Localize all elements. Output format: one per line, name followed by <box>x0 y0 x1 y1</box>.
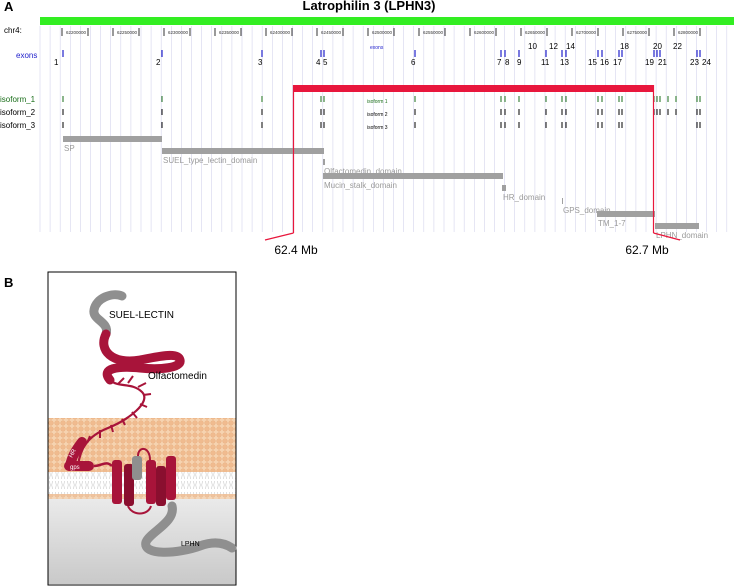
domain-bar <box>502 185 506 191</box>
domain-label: SP <box>64 144 75 153</box>
domain-bar <box>323 159 325 165</box>
coordinate-tick-label: 62500000 <box>372 30 393 35</box>
gps-domain <box>64 461 94 471</box>
domain-label: Olfactomedin_domain <box>324 167 402 176</box>
label-gps: gps <box>70 465 80 471</box>
exon-number: 14 <box>566 42 575 51</box>
domain-label: SUEL_type_lectin_domain <box>163 156 257 165</box>
exon-number: 3 <box>258 58 263 67</box>
coordinate-tick-label: 62750000 <box>627 30 648 35</box>
exon-number: 8 <box>505 58 510 67</box>
exon-number: 4 <box>316 58 321 67</box>
c-terminal-tail <box>141 501 237 557</box>
exon-number: 11 <box>541 58 550 67</box>
coordinate-tick-label: 62700000 <box>576 30 597 35</box>
inline-isoform-2: isoform 2 <box>367 112 388 118</box>
exon-number: 19 <box>645 58 654 67</box>
genome-browser-track: 62200000 62250000 62300000 62350000 62400000… <box>0 17 734 257</box>
region-left-connector <box>264 232 294 241</box>
exon-marks <box>62 50 701 57</box>
tm-helices <box>112 448 176 515</box>
domain-bar <box>562 198 563 204</box>
panel-b-label: B <box>4 275 14 290</box>
exon-number: 24 <box>702 58 711 67</box>
exon-number: 18 <box>620 42 629 51</box>
inline-isoform-1: isoform 1 <box>367 99 388 105</box>
coordinate-tick-label: 62800000 <box>678 30 699 35</box>
exon-number: 17 <box>613 58 622 67</box>
inline-exons-label: exons <box>370 45 384 51</box>
domain-bars: SP SUEL_type_lectin_domainOlfactomedin_do… <box>63 136 708 240</box>
exon-number: 10 <box>528 42 537 51</box>
coordinate-tick-label: 62200000 <box>66 30 87 35</box>
header-bar <box>40 17 734 25</box>
exon-number: 16 <box>600 58 609 67</box>
region-label-start: 62.4 Mb <box>274 243 318 257</box>
coordinate-tick-label: 62250000 <box>117 30 138 35</box>
region-bar <box>293 85 654 92</box>
domain-bar <box>323 173 503 179</box>
glycosylation-spikes <box>86 375 152 444</box>
row-label-exons: exons <box>16 51 37 60</box>
suel-lectin-domain <box>99 329 185 385</box>
label-lphn: LPHN <box>181 541 200 548</box>
domain-label: GPS_domain <box>563 206 611 215</box>
domain-label: LPHN_domain <box>656 231 708 240</box>
membrane-lipid-tails <box>48 472 236 494</box>
exon-number: 9 <box>517 58 522 67</box>
region-right-connector <box>653 232 681 241</box>
domain-bar <box>162 148 324 154</box>
exon-number: 21 <box>658 58 667 67</box>
row-label-isoform-1: isoform_1 <box>0 95 36 104</box>
domain-bar <box>597 211 655 217</box>
label-hr: HR <box>68 448 78 459</box>
coordinate-tick-label: 62300000 <box>168 30 189 35</box>
exon-number: 6 <box>411 58 416 67</box>
exon-number: 2 <box>156 58 161 67</box>
coordinate-tick-label: 62400000 <box>270 30 291 35</box>
coordinate-tick-label: 62450000 <box>321 30 342 35</box>
coordinate-ticks: 62200000 62250000 62300000 62350000 62400000… <box>61 28 701 36</box>
protein-diagram: SUEL-LECTIN Olfactomedin HR gps LPHN <box>47 271 237 586</box>
cytoplasm <box>48 494 236 584</box>
exon-number: 13 <box>560 58 569 67</box>
exon-number: 20 <box>653 42 662 51</box>
panel-b-frame <box>47 271 237 586</box>
domain-bar <box>63 136 162 142</box>
row-label-isoform-2: isoform_2 <box>0 108 36 117</box>
exon-number: 5 <box>323 58 328 67</box>
exon-number: 12 <box>549 42 558 51</box>
coordinate-tick-label: 62650000 <box>525 30 546 35</box>
domain-label: TM_1-7 <box>598 219 626 228</box>
exon-number: 7 <box>497 58 502 67</box>
row-label-isoform-3: isoform_3 <box>0 121 36 130</box>
coordinate-tick-label: 62600000 <box>474 30 495 35</box>
chromosome-label: chr4: <box>4 26 22 35</box>
domain-label: Mucin_stalk_domain <box>324 181 397 190</box>
domain-bar <box>655 223 699 229</box>
exon-number: 22 <box>673 42 682 51</box>
gridlines <box>39 26 728 232</box>
region-label-end: 62.7 Mb <box>625 243 669 257</box>
label-olfactomedin: Olfactomedin <box>148 371 207 382</box>
panel-a-title: Latrophilin 3 (LPHN3) <box>302 0 436 13</box>
exon-number: 1 <box>54 58 59 67</box>
coordinate-tick-label: 62350000 <box>219 30 240 35</box>
n-terminal-tail <box>89 290 127 339</box>
panel-a-label: A <box>4 0 14 14</box>
domain-label: HR_domain <box>503 193 545 202</box>
label-suel-lectin: SUEL-LECTIN <box>109 310 174 321</box>
inline-isoform-3: isoform 3 <box>367 125 388 131</box>
exon-number: 23 <box>690 58 699 67</box>
exon-number: 15 <box>588 58 597 67</box>
coordinate-tick-label: 62550000 <box>423 30 444 35</box>
